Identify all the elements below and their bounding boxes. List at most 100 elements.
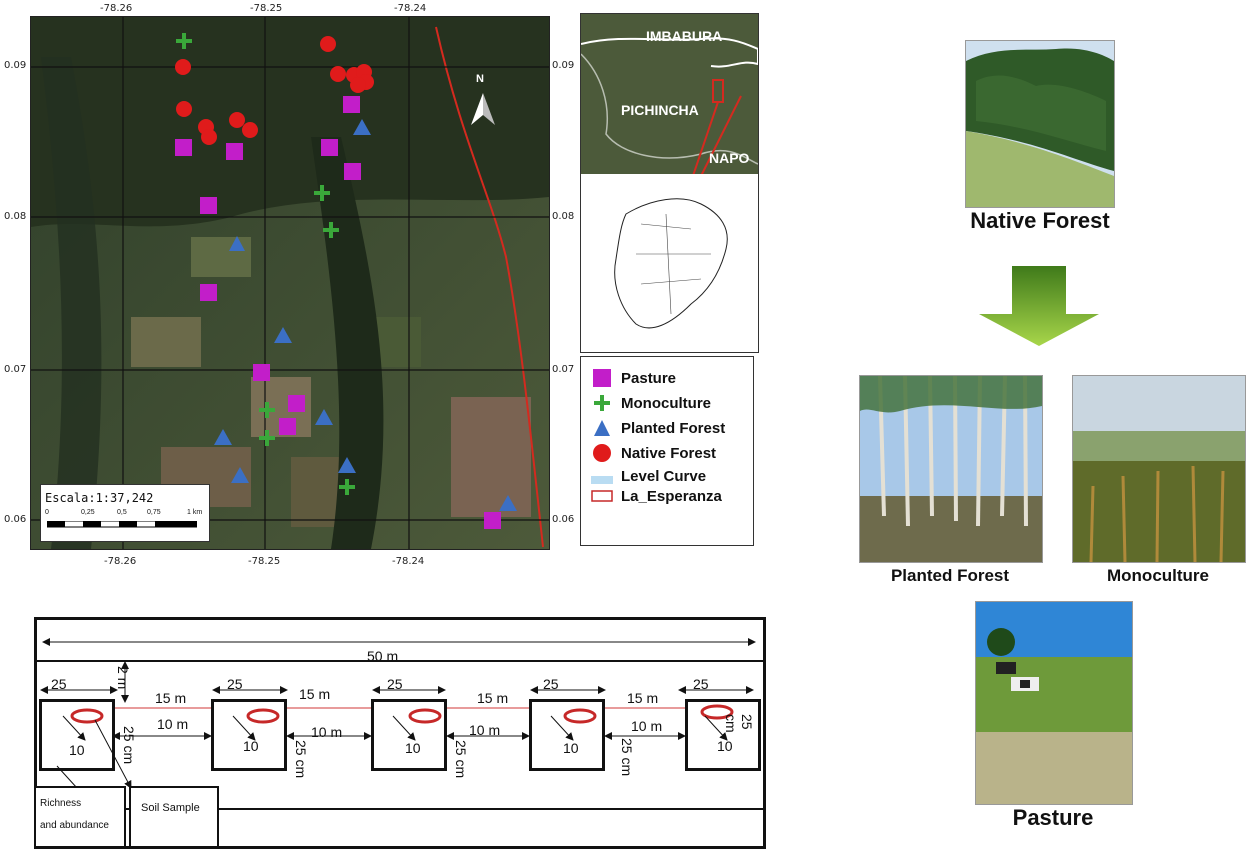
transect-strip xyxy=(37,660,763,810)
triangle-icon xyxy=(591,417,613,439)
scale-tick: 0 xyxy=(45,509,49,516)
satellite-map[interactable]: N xyxy=(30,16,550,550)
right-tick: 0.09 xyxy=(552,60,575,71)
planted-forest-marker xyxy=(353,119,371,135)
native-forest-caption: Native Forest xyxy=(970,208,1110,233)
monoculture-marker xyxy=(259,402,275,418)
planted-forest-marker xyxy=(499,495,517,511)
spacing-bottom-label: 10 m xyxy=(469,722,501,738)
plot-height-label: 25 cm xyxy=(293,740,309,779)
planted-forest-marker xyxy=(229,236,245,251)
plot-height-label: 25 cm xyxy=(453,740,469,779)
sampling-diagram: 50 m 2 m xyxy=(34,617,766,849)
planted-forest-image xyxy=(860,376,1042,562)
scale-bar-graphic xyxy=(47,521,197,528)
planted-forest-photo xyxy=(859,375,1043,563)
spacing-top-label: 15 m xyxy=(477,690,509,706)
top-tick: -78.24 xyxy=(394,3,427,14)
native-forest-marker xyxy=(201,129,217,145)
richness-label-line1: Richness xyxy=(40,798,82,809)
right-tick: 0.06 xyxy=(552,514,575,525)
planted-forest-marker xyxy=(338,457,356,473)
map-legend: Pasture Monoculture Planted Forest Nativ… xyxy=(580,356,754,546)
locator-inset: IMBABURA PICHINCHA NAPO xyxy=(580,13,759,353)
plus-icon xyxy=(591,392,613,414)
legend-label: Level Curve xyxy=(621,467,707,485)
spacing-bottom-label: 10 m xyxy=(311,724,343,740)
pasture-marker xyxy=(279,418,296,435)
subplot-ellipse xyxy=(408,708,442,724)
plot-width-label: 25 xyxy=(693,676,709,692)
pasture-marker xyxy=(200,284,217,301)
legend-item-pasture: Pasture xyxy=(591,367,676,389)
plot-width-label: 25 xyxy=(543,676,559,692)
plot-width-label: 25 xyxy=(51,676,67,692)
native-forest-marker xyxy=(229,112,245,128)
monoculture-marker xyxy=(323,222,339,238)
pasture-marker xyxy=(288,395,305,412)
sample-markers xyxy=(175,33,517,529)
scale-tick: 0,75 xyxy=(147,509,161,516)
bottom-tick: -78.24 xyxy=(392,556,425,567)
region-label-imbabura: IMBABURA xyxy=(646,28,723,44)
spacing-bottom-label: 10 m xyxy=(157,716,189,732)
right-tick: 0.07 xyxy=(552,364,575,375)
subplot-ellipse xyxy=(70,708,104,724)
monoculture-marker xyxy=(339,479,355,495)
right-tick: 0.08 xyxy=(552,211,575,222)
legend-item-monoculture: Monoculture xyxy=(591,392,711,414)
bottom-tick: -78.25 xyxy=(248,556,281,567)
inner-dimension-label: 10 xyxy=(563,740,579,756)
native-forest-photo xyxy=(965,40,1115,208)
planted-forest-marker xyxy=(274,327,292,343)
plot-annotations xyxy=(40,686,754,789)
inner-dimension-label: 10 xyxy=(69,742,85,758)
monoculture-marker xyxy=(176,33,192,49)
planted-forest-caption: Planted Forest xyxy=(890,566,1010,585)
pasture-marker xyxy=(200,197,217,214)
planted-forest-marker xyxy=(231,467,249,483)
subplot-ellipse xyxy=(563,708,597,724)
legend-item-native-forest: Native Forest xyxy=(591,442,716,464)
rectangle-icon xyxy=(591,485,613,507)
inner-dimension-label: 10 xyxy=(243,738,259,754)
top-tick: -78.25 xyxy=(250,3,283,14)
inner-dimension-label: 10 xyxy=(405,740,421,756)
left-tick: 0.09 xyxy=(4,60,27,71)
legend-item-planted-forest: Planted Forest xyxy=(591,417,725,439)
pasture-marker xyxy=(484,512,501,529)
pasture-photo xyxy=(975,601,1133,805)
plot-height-label: 25 cm xyxy=(121,726,137,765)
native-forest-marker xyxy=(330,66,346,82)
pasture-caption: Pasture xyxy=(1012,805,1094,830)
band-icon xyxy=(591,465,613,487)
inner-dimension-label: 10 xyxy=(717,738,733,754)
plot-height-label: 25 cm xyxy=(723,714,755,733)
region-label-napo: NAPO xyxy=(709,150,750,166)
planted-forest-marker xyxy=(315,409,333,425)
subplot-ellipse xyxy=(246,708,280,724)
scale-text: Escala:1:37,242 xyxy=(45,491,154,505)
legend-label: Planted Forest xyxy=(621,419,726,437)
total-length-label: 50 m xyxy=(367,648,399,664)
spacing-top-label: 15 m xyxy=(627,690,659,706)
scale-bar: Escala:1:37,242 0 0,25 0,5 0,75 1 km xyxy=(40,484,210,542)
richness-label-line2: and abundance xyxy=(40,820,109,831)
native-forest-marker xyxy=(320,36,336,52)
richness-box: Richness and abundance xyxy=(34,786,126,848)
native-forest-marker xyxy=(350,77,366,93)
monoculture-photo xyxy=(1072,375,1246,563)
pasture-marker xyxy=(253,364,270,381)
monoculture-image xyxy=(1073,376,1245,562)
pasture-marker xyxy=(321,139,338,156)
native-forest-marker xyxy=(176,101,192,117)
legend-item-la-esperanza: La_Esperanza xyxy=(591,485,722,507)
planted-forest-marker xyxy=(214,429,232,445)
spacing-top-label: 15 m xyxy=(155,690,187,706)
soil-sample-box: Soil Sample xyxy=(129,786,219,848)
bottom-tick: -78.26 xyxy=(104,556,137,567)
left-tick: 0.07 xyxy=(4,364,27,375)
plot-width-label: 25 xyxy=(227,676,243,692)
pasture-image xyxy=(976,602,1132,804)
spacing-bottom-label: 10 m xyxy=(631,718,663,734)
